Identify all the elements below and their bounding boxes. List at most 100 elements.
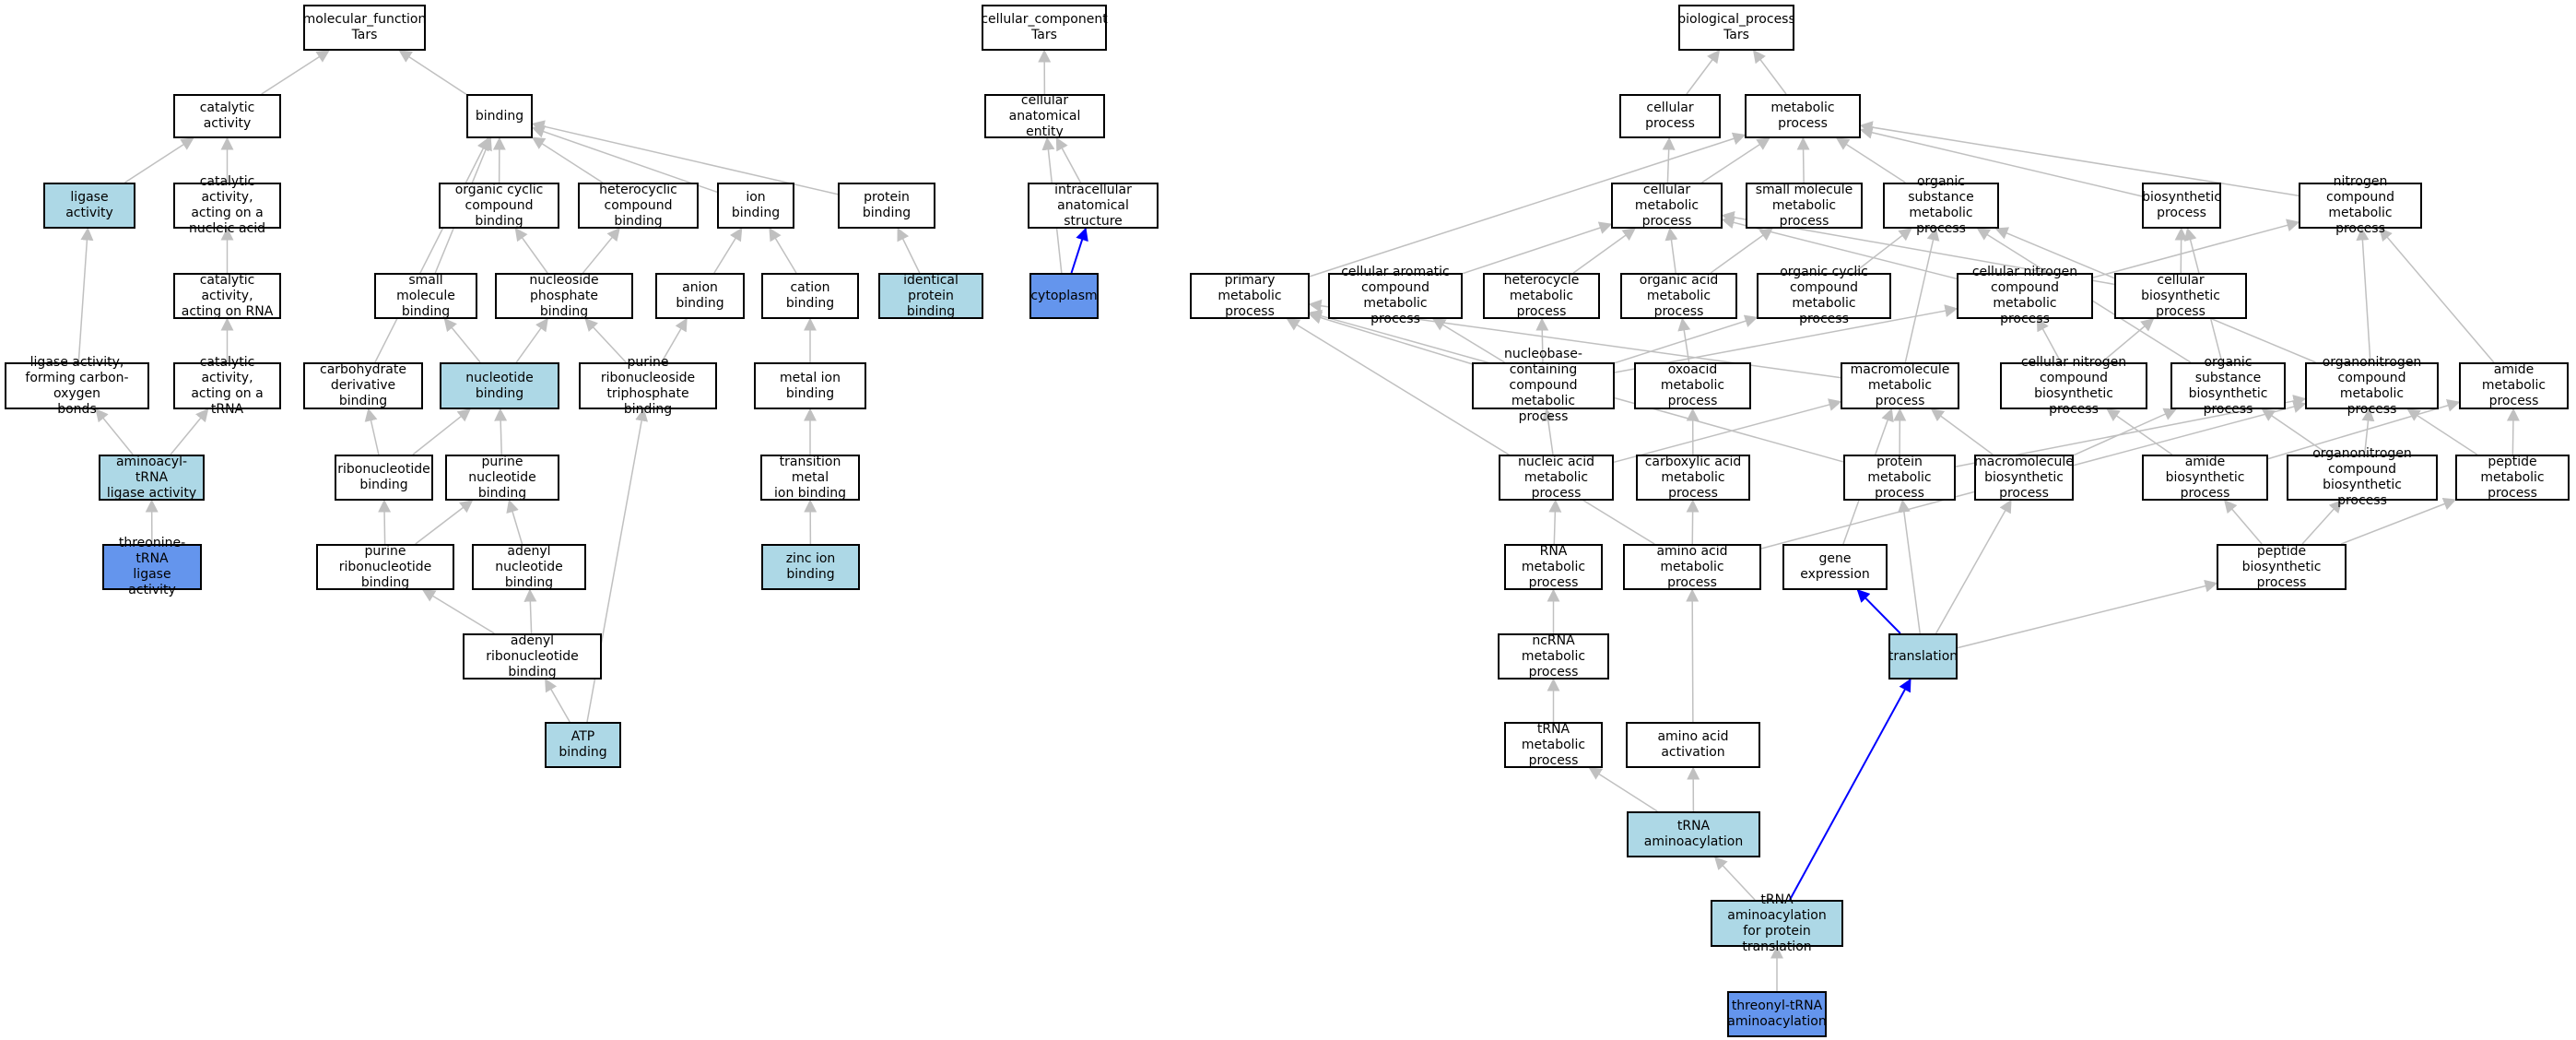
edge-ionb-to-bind [531,125,718,194]
node-smmp[interactable]: small molecule metabolic process [1746,183,1863,229]
node-pepmp[interactable]: peptide metabolic process [2455,455,2570,501]
node-aderibo[interactable]: adenyl ribonucleotide binding [463,633,602,680]
node-atp[interactable]: ATP binding [545,722,621,768]
edge-nbcmp-to-cacmp [1431,318,1505,363]
node-cbp[interactable]: cellular biosynthetic process [2114,273,2247,319]
node-ligco[interactable]: ligase activity, forming carbon-oxygen b… [5,355,149,417]
edge-ligco-to-lig [77,227,94,363]
node-ionb[interactable]: ion binding [717,183,794,229]
node-idprot[interactable]: identical protein binding [878,273,983,319]
edge-purtri-to-nucphos [584,317,627,363]
node-purnuc[interactable]: purine nucleotide binding [445,455,559,501]
edge-purribo-to-purnuc [415,500,474,545]
node-osbp[interactable]: organic substance biosynthetic process [2170,355,2286,417]
node-zinc[interactable]: zinc ion binding [761,544,860,590]
node-hcb[interactable]: heterocyclic compound binding [578,183,699,229]
node-cmp[interactable]: cellular metabolic process [1611,183,1723,229]
node-aatrna[interactable]: aminoacyl-tRNA ligase activity [99,455,205,501]
node-ias[interactable]: intracellular anatomical structure [1028,183,1159,229]
edge-occmp-to-osmp [1853,228,1912,274]
node-onbp[interactable]: organonitrogen compound biosynthetic pro… [2287,446,2438,508]
node-osmp[interactable]: organic substance metabolic process [1883,174,1999,236]
node-cacmp[interactable]: cellular aromatic compound metabolic pro… [1328,265,1463,326]
node-cyto[interactable]: cytoplasm [1029,273,1099,319]
node-purtri[interactable]: purine ribonucleoside triphosphate bindi… [579,355,717,417]
node-primp[interactable]: primary metabolic process [1190,273,1310,319]
edge-cmp-to-metp [1701,137,1770,183]
node-cncbp[interactable]: cellular nitrogen compound biosynthetic … [2000,355,2147,417]
node-trnaprot[interactable]: tRNA aminoacylation for protein translat… [1711,892,1843,954]
edge-nucphos-to-ocb [514,227,548,274]
node-catb[interactable]: cation binding [761,273,859,319]
edge-cncmp-to-ncmp [2092,219,2300,278]
node-ocb[interactable]: organic cyclic compound binding [439,183,559,229]
node-cxamp[interactable]: carboxylic acid metabolic process [1636,455,1750,501]
node-oxomp[interactable]: oxoacid metabolic process [1634,362,1751,409]
node-transl[interactable]: translation [1888,633,1958,680]
edge-lig-to-cat [124,137,194,183]
node-catrna[interactable]: catalytic activity, acting on a tRNA [173,355,281,417]
node-cncmp[interactable]: cellular nitrogen compound metabolic pro… [1957,265,2093,326]
node-aaact[interactable]: amino acid activation [1626,722,1760,768]
node-trnamp[interactable]: tRNA metabolic process [1504,722,1603,768]
edge-nucb-to-smb [443,317,481,363]
node-protb[interactable]: protein binding [838,183,935,229]
node-cat[interactable]: catalytic activity [173,94,281,138]
edge-cncbp-to-cbp [2100,318,2155,363]
node-anb[interactable]: anion binding [655,273,745,319]
node-trnaaa[interactable]: tRNA aminoacylation [1627,811,1760,857]
edge-onbp-to-osbp [2261,408,2329,455]
edge-biosyn-to-metp [1859,125,2143,197]
edge-smmp-to-metp [1796,136,1810,183]
node-lig[interactable]: ligase activity [43,183,135,229]
node-thraa[interactable]: threonyl-tRNA aminoacylation [1727,991,1827,1037]
node-ribonuc[interactable]: ribonucleotide binding [335,455,433,501]
node-macbp[interactable]: macromolecule biosynthetic process [1974,454,2074,501]
node-purribo[interactable]: purine ribonucleotide binding [316,544,454,590]
node-smb[interactable]: small molecule binding [374,273,477,319]
edge-ncmp-to-metp [1859,121,2300,196]
node-metalb[interactable]: metal ion binding [754,362,866,409]
node-protmp[interactable]: protein metabolic process [1843,455,1956,501]
node-nbcmp[interactable]: nucleobase-containing compound metabolic… [1472,347,1615,424]
node-macmp[interactable]: macromolecule metabolic process [1841,362,1959,409]
node-cae[interactable]: cellular anatomical entity [984,93,1105,139]
node-carna[interactable]: catalytic activity, acting on RNA [173,273,281,319]
node-ncmp[interactable]: nitrogen compound metabolic process [2299,174,2422,236]
edge-aderibo-to-adenuc [523,588,537,634]
node-carbder[interactable]: carbohydrate derivative binding [303,362,423,409]
node-hetmp[interactable]: heterocycle metabolic process [1483,273,1600,319]
node-amidemp[interactable]: amide metabolic process [2459,362,2569,409]
edge-pepbp-to-onbp [2301,499,2343,545]
node-occmp[interactable]: organic cyclic compound metabolic proces… [1757,265,1891,326]
node-onmp[interactable]: organonitrogen compound metabolic proces… [2305,355,2439,417]
node-nucphos[interactable]: nucleoside phosphate binding [495,273,633,319]
node-canuc[interactable]: catalytic activity, acting on a nucleic … [173,174,281,236]
node-aamp[interactable]: amino acid metabolic process [1623,544,1761,590]
node-geneexp[interactable]: gene expression [1782,544,1888,590]
node-nucb[interactable]: nucleotide binding [440,362,559,409]
edge-purnuc-to-nucb [494,408,508,455]
node-cc[interactable]: cellular_component Tars [981,5,1108,51]
node-ncrna[interactable]: ncRNA metabolic process [1498,633,1609,680]
node-biosyn[interactable]: biosynthetic process [2142,183,2221,229]
node-pepbp[interactable]: peptide biosynthetic process [2217,544,2347,590]
node-cellp[interactable]: cellular process [1619,94,1721,138]
node-rnamp[interactable]: RNA metabolic process [1504,544,1603,590]
edge-nbcmp-to-cncmp [1614,304,1958,373]
node-nucamp[interactable]: nucleic acid metabolic process [1499,455,1614,501]
node-trmetal[interactable]: transition metal ion binding [760,455,860,501]
node-adenuc[interactable]: adenyl nucleotide binding [472,544,586,590]
node-mf[interactable]: molecular_function Tars [303,5,426,51]
edge-onbp-to-onmp [2361,408,2375,455]
node-thrlig[interactable]: threonine-tRNA ligase activity [102,536,202,597]
node-bp[interactable]: biological_process Tars [1677,5,1795,51]
node-metp[interactable]: metabolic process [1745,94,1861,138]
edge-trnaprot-to-transl [1789,678,1911,901]
node-bind[interactable]: binding [466,94,533,138]
node-oamp[interactable]: organic acid metabolic process [1620,273,1737,319]
edge-oxomp-to-oamp [1677,317,1691,363]
edge-ribonuc-to-carbder [364,408,380,455]
node-amidebp[interactable]: amide biosynthetic process [2142,455,2268,501]
